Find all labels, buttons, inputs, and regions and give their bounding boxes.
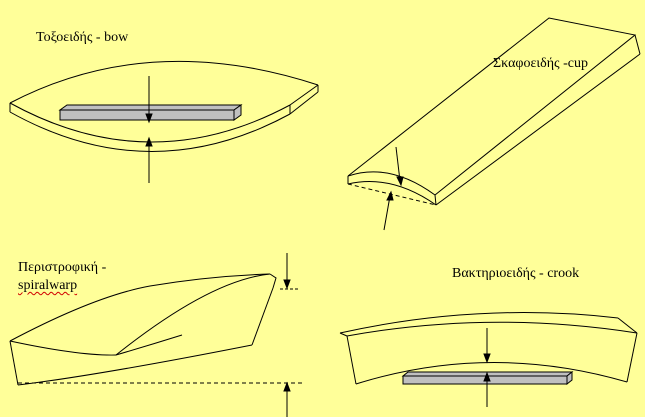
spiral-board [9, 273, 277, 386]
label-spiral-line1: Περιστροφική - [18, 260, 107, 275]
label-crook: Βακτηριοειδής - crook [452, 266, 580, 281]
cup-board [347, 17, 641, 206]
crook-deflection-arrows [483, 328, 491, 407]
label-spiral-line2: spiralwarp [18, 278, 78, 293]
spiral-deflection [18, 253, 305, 417]
crook-board [339, 312, 638, 385]
bow-board [9, 60, 319, 152]
label-bow: Τοξοειδής - bow [36, 30, 129, 45]
bow-deflection-arrows [145, 76, 153, 183]
cup-deflection [347, 146, 437, 231]
label-cup: Σκαφοειδής -cup [493, 56, 588, 71]
